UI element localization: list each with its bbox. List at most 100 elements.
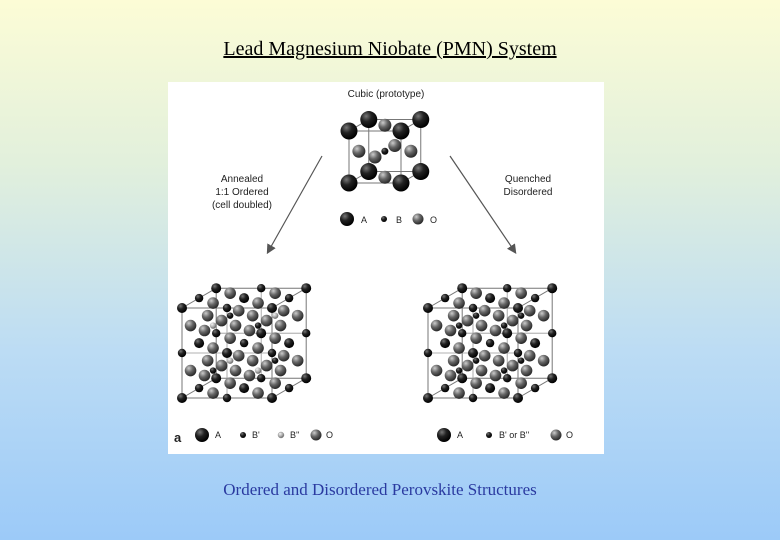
- svg-text:B': B': [252, 430, 260, 440]
- b-site-atom: [271, 312, 279, 319]
- oxygen-atom: [506, 314, 519, 327]
- a-site-atom: [284, 293, 294, 303]
- a-site-atom: [423, 303, 433, 313]
- oxygen-atom: [453, 387, 465, 399]
- a-site-atom: [485, 338, 495, 348]
- b-site-atom: [455, 367, 463, 374]
- svg-text:Quenched: Quenched: [505, 174, 551, 185]
- annealed-label: Annealed 1:1 Ordered (cell doubled): [212, 174, 272, 211]
- b-site-atom: [254, 367, 262, 374]
- oxygen-atom: [520, 364, 533, 377]
- a-site-atom: [457, 283, 468, 294]
- oxygen-atom: [201, 354, 214, 367]
- a-site-atom: [301, 373, 312, 384]
- oxygen-atom: [198, 324, 211, 337]
- oxygen-atom: [291, 309, 304, 322]
- oxygen-atom: [232, 304, 245, 317]
- oxygen-atom: [207, 297, 219, 309]
- oxygen-atom: [246, 354, 259, 367]
- a-site-atom: [547, 373, 558, 384]
- svg-text:O: O: [566, 430, 573, 440]
- a-site-atom: [239, 383, 250, 394]
- a-site-atom: [485, 383, 496, 394]
- a-site-atom: [530, 338, 541, 349]
- oxygen-atom: [498, 342, 510, 354]
- a-site-atom: [530, 293, 540, 303]
- a-site-atom: [513, 303, 523, 313]
- oxygen-atom: [274, 364, 287, 377]
- oxygen-atom: [184, 364, 197, 377]
- oxygen-atom: [269, 332, 281, 344]
- oxygen-atom: [430, 319, 443, 332]
- b-site-atom: [209, 367, 217, 374]
- a-site-atom: [177, 393, 187, 403]
- svg-text:Annealed: Annealed: [221, 174, 263, 185]
- a-site-atom: [284, 383, 294, 393]
- oxygen-atom: [184, 319, 197, 332]
- a-site-atom: [392, 174, 410, 192]
- oxygen-atom: [404, 144, 418, 158]
- a-site-atom: [222, 393, 232, 403]
- oxygen-atom: [475, 364, 488, 377]
- a-site-atom: [360, 163, 378, 181]
- cubic-label: Cubic (prototype): [348, 89, 425, 100]
- a-site-atom: [257, 374, 266, 383]
- oxygen-atom: [492, 354, 505, 367]
- a-site-atom: [513, 393, 523, 403]
- oxygen-atom: [478, 349, 491, 362]
- oxygen-atom: [277, 304, 290, 317]
- ordered-legend: A B' B'' O: [195, 428, 333, 442]
- b-site-atom: [500, 367, 508, 374]
- oxygen-atom: [444, 369, 457, 382]
- a-site-atom: [302, 329, 311, 338]
- a-site-atom: [468, 303, 478, 313]
- oxygen-atom: [198, 369, 211, 382]
- oxygen-atom: [368, 150, 382, 164]
- oxygen-atom: [470, 287, 482, 299]
- oxygen-atom: [201, 309, 214, 322]
- a-site-atom: [194, 383, 204, 393]
- svg-text:1:1 Ordered: 1:1 Ordered: [215, 187, 268, 198]
- oxygen-atom: [537, 354, 550, 367]
- a-site-atom: [212, 329, 221, 338]
- oxygen-atom: [515, 377, 527, 389]
- b-site-atom: [500, 322, 508, 329]
- b-site-atom: [381, 147, 389, 155]
- a-site-atom: [458, 329, 467, 338]
- oxygen-atom: [461, 359, 474, 372]
- oxygen-atom: [246, 309, 259, 322]
- oxygen-atom: [430, 364, 443, 377]
- a-site-atom: [548, 329, 557, 338]
- oxygen-atom: [515, 332, 527, 344]
- a-site-atom: [440, 338, 451, 349]
- a-site-atom: [485, 293, 496, 304]
- oxygen-atom: [215, 314, 228, 327]
- oxygen-atom: [453, 342, 465, 354]
- oxygen-atom: [447, 354, 460, 367]
- oxygen-atom: [447, 309, 460, 322]
- b-site-atom: [209, 322, 217, 329]
- oxygen-atom: [475, 319, 488, 332]
- b-site-atom: [226, 357, 234, 364]
- oxygen-atom: [260, 314, 273, 327]
- oxygen-atom: [274, 319, 287, 332]
- a-site-atom: [256, 328, 267, 339]
- a-site-atom: [503, 284, 512, 293]
- oxygen-atom: [229, 364, 242, 377]
- panel-letter: a: [174, 430, 182, 445]
- oxygen-atom: [523, 304, 536, 317]
- a-site-atom: [211, 373, 222, 384]
- a-site-atom: [194, 293, 204, 303]
- b-site-atom: [455, 322, 463, 329]
- oxygen-atom: [252, 342, 264, 354]
- oxygen-atom: [243, 369, 256, 382]
- b-site-atom: [472, 357, 480, 364]
- a-site-atom: [211, 283, 222, 294]
- oxygen-atom: [207, 387, 219, 399]
- a-site-atom: [239, 293, 250, 304]
- a-site-atom: [194, 338, 205, 349]
- oxygen-atom: [444, 324, 457, 337]
- a-site-atom: [267, 348, 277, 358]
- oxygen-atom: [252, 387, 264, 399]
